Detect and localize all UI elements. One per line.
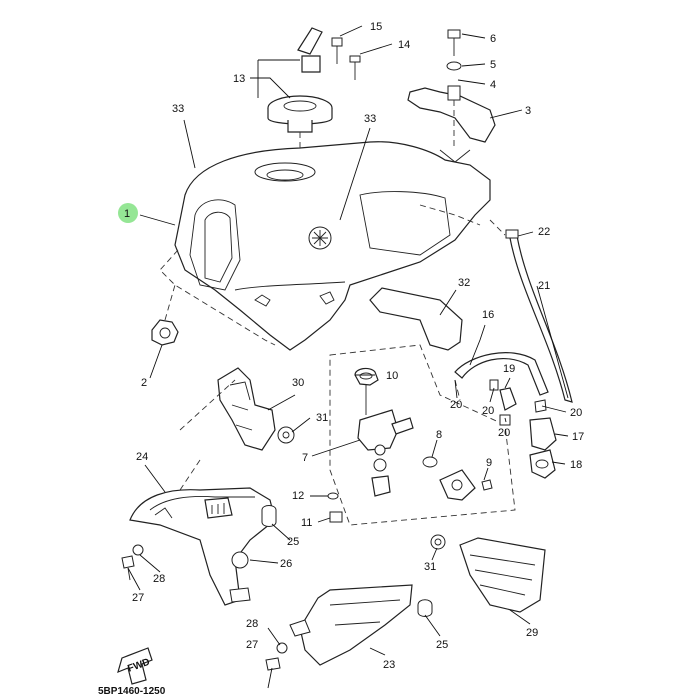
callout-5: 5	[490, 59, 496, 71]
callout-32: 32	[458, 277, 470, 289]
callout-22: 22	[538, 226, 550, 238]
callout-29: 29	[526, 627, 538, 639]
callout-3: 3	[525, 105, 531, 117]
callout-30: 30	[292, 377, 304, 389]
forward-arrow-icon	[117, 647, 153, 685]
fuel-cock-assembly	[327, 344, 516, 526]
callout-21: 21	[538, 280, 550, 292]
callout-19: 19	[503, 363, 515, 375]
side-cover-part-30	[179, 367, 295, 451]
callout-33-a: 33	[172, 103, 184, 115]
side-panel-part-24	[121, 459, 277, 606]
callout-1-highlight	[118, 203, 138, 223]
hose-part-16	[454, 352, 549, 396]
side-cover-part-29	[430, 534, 546, 613]
fuel-pump-parts	[454, 379, 557, 479]
callout-9: 9	[486, 457, 492, 469]
lower-panel-part-23	[265, 584, 433, 671]
callout-11: 11	[301, 517, 312, 529]
callout-1: 1	[124, 208, 130, 220]
fuel-cap-assembly	[267, 27, 361, 148]
callout-20-a: 20	[450, 399, 462, 411]
callout-25-a: 25	[287, 536, 299, 548]
callout-8: 8	[436, 429, 442, 441]
callout-33-b: 33	[364, 113, 376, 125]
callout-18: 18	[570, 459, 582, 471]
callout-27-a: 27	[132, 592, 144, 604]
callout-28-a: 28	[153, 573, 165, 585]
callout-20-b: 20	[482, 405, 494, 417]
callout-14: 14	[398, 39, 410, 51]
callout-7: 7	[302, 452, 308, 464]
rear-bracket	[407, 29, 496, 163]
hose-part-21-22	[489, 219, 573, 403]
callout-16: 16	[482, 309, 494, 321]
cushion-part-32	[369, 287, 463, 351]
callout-27-b: 27	[246, 639, 258, 651]
fuel-tank	[159, 141, 491, 351]
callout-4: 4	[490, 79, 496, 91]
diagram-code: 5BP1460-1250	[98, 686, 166, 697]
callout-10: 10	[386, 370, 398, 382]
callout-15: 15	[370, 21, 382, 33]
callout-31-a: 31	[316, 412, 328, 424]
callout-23: 23	[383, 659, 395, 671]
callout-26: 26	[280, 558, 292, 570]
callout-13: 13	[233, 73, 245, 85]
callout-20-c: 20	[570, 407, 582, 419]
leader-lines	[127, 25, 569, 689]
callout-25-b: 25	[436, 639, 448, 651]
grommet-part-2	[151, 284, 179, 346]
callout-labels: 1 2 3 4 5 6 7 8 9 10 11 12 13 14 15 16 1…	[124, 21, 584, 671]
callout-24: 24	[136, 451, 148, 463]
callout-12: 12	[292, 490, 304, 502]
callout-17: 17	[572, 431, 584, 443]
callout-20-d: 20	[498, 427, 510, 439]
callout-6: 6	[490, 33, 496, 45]
callout-31-b: 31	[424, 561, 436, 573]
callout-2: 2	[141, 377, 147, 389]
callout-28-b: 28	[246, 618, 258, 630]
